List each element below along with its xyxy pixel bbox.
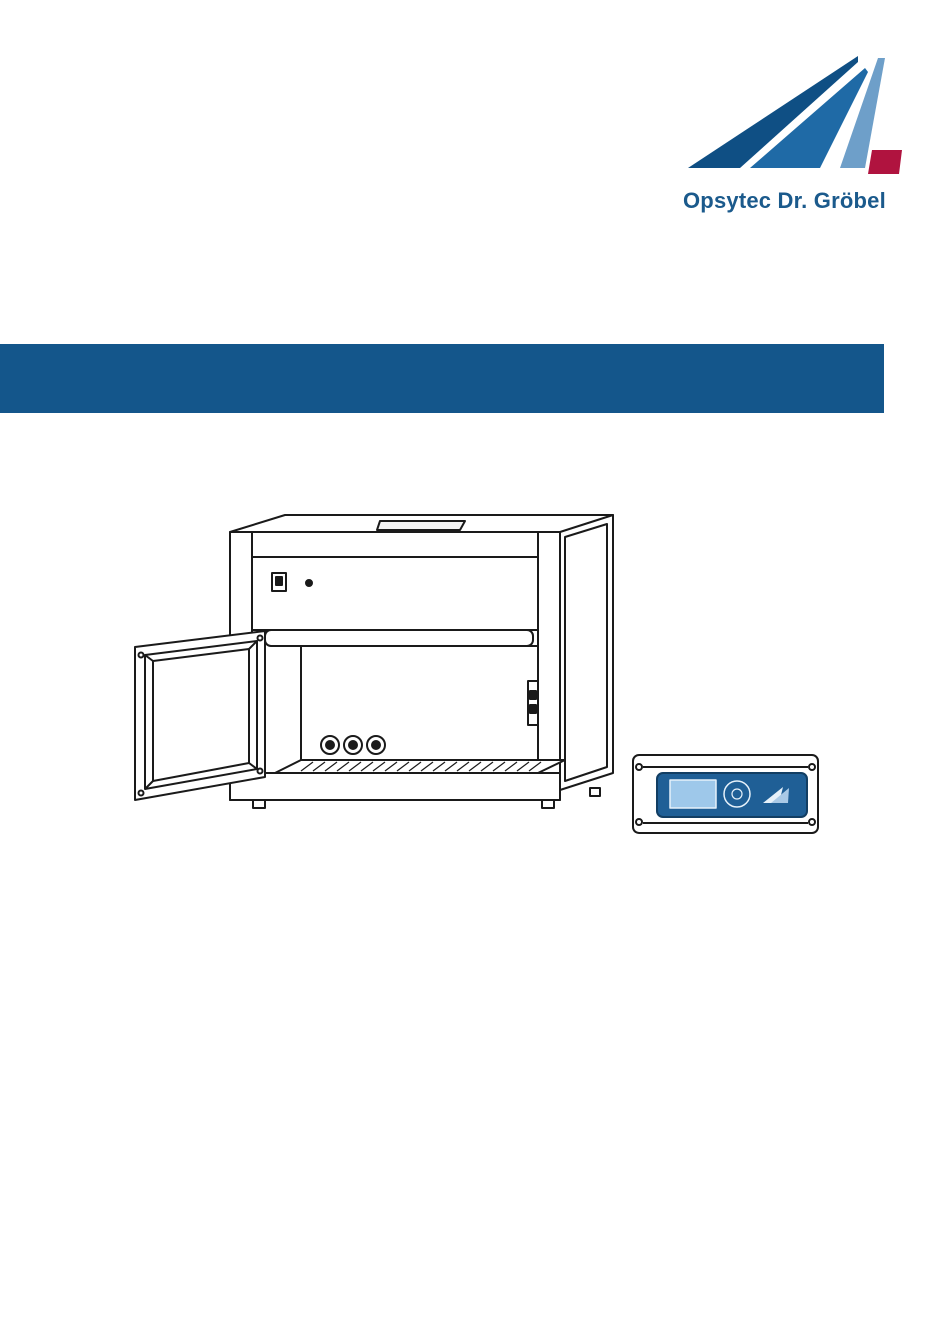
controller-icon <box>633 755 818 833</box>
company-logo: Opsytec Dr. Gröbel <box>680 50 910 215</box>
cabinet-icon <box>230 515 613 808</box>
logo-mark-icon <box>680 50 910 185</box>
brand-name: Opsytec Dr. Gröbel <box>683 188 886 214</box>
door-icon <box>135 631 265 800</box>
title-band <box>0 344 884 413</box>
product-illustration <box>125 505 825 845</box>
